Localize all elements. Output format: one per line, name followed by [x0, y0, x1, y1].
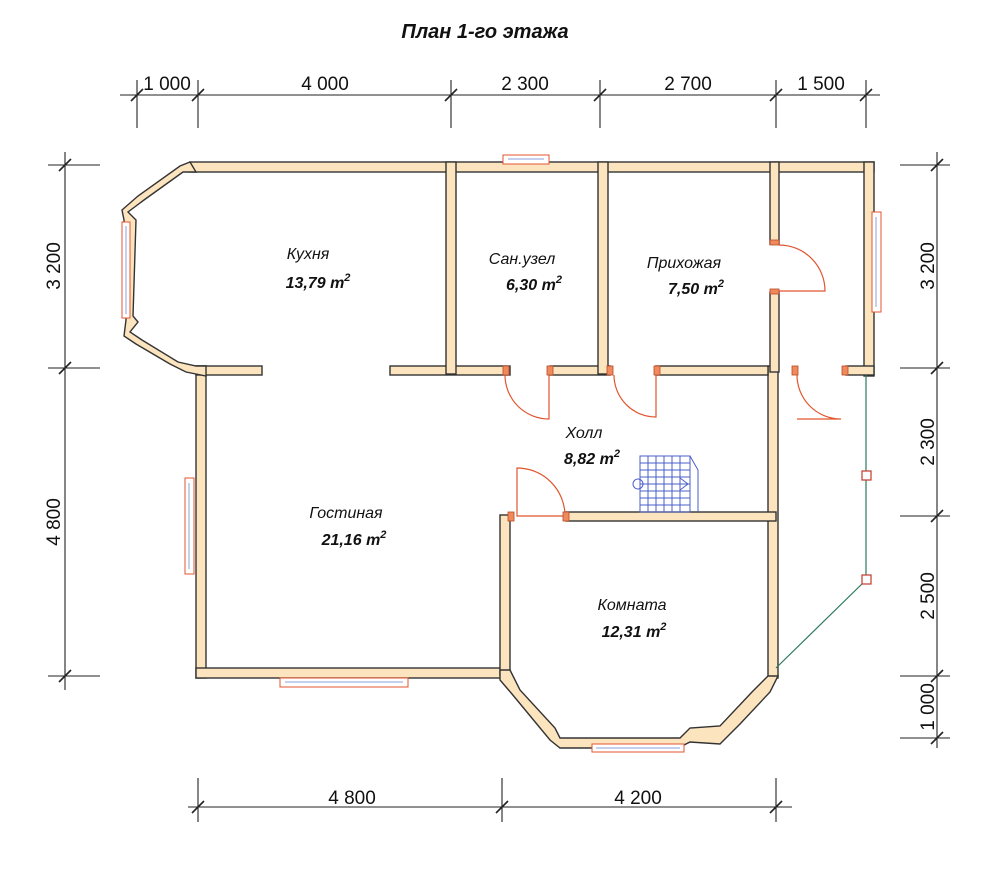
- dim-right-2: 2 300: [918, 418, 939, 466]
- dim-bottom-2: 4 200: [614, 788, 662, 809]
- dim-right-3: 2 500: [918, 572, 939, 620]
- dimension-bottom: 4 800 4 200: [188, 778, 792, 822]
- room-bathroom: Сан.узел 6,30 m2: [489, 251, 562, 294]
- dim-top-4: 2 700: [664, 74, 712, 95]
- dim-right-1: 3 200: [918, 242, 939, 290]
- room-area: 12,31 m2: [602, 621, 667, 641]
- staircase: [632, 455, 699, 513]
- doors: [502, 239, 849, 522]
- room-area: 7,50 m2: [668, 278, 724, 298]
- dim-bottom-1: 4 800: [328, 788, 376, 809]
- room-area: 21,16 m2: [321, 529, 387, 549]
- dim-top-2: 4 000: [301, 74, 349, 95]
- dim-top-5: 1 500: [797, 74, 845, 95]
- room-name: Комната: [597, 597, 666, 614]
- terrace-post: [861, 574, 872, 585]
- walls: [121, 161, 875, 749]
- plan-title: План 1-го этажа: [401, 21, 568, 43]
- room-area: 8,82 m2: [564, 448, 620, 468]
- room-bedroom: Комната 12,31 m2: [597, 597, 666, 641]
- room-area: 6,30 m2: [506, 274, 562, 294]
- dim-top-3: 2 300: [501, 74, 549, 95]
- dim-top-1: 1 000: [143, 74, 191, 95]
- dim-right-4: 1 000: [918, 683, 939, 731]
- dim-left-2: 4 800: [44, 498, 65, 546]
- terrace-post: [861, 470, 872, 481]
- terrace-outline: [775, 375, 872, 669]
- room-name: Гостиная: [309, 505, 383, 522]
- room-name: Кухня: [287, 246, 330, 263]
- dimension-right: 3 200 2 300 2 500 1 000: [900, 152, 950, 748]
- room-name: Сан.узел: [489, 251, 556, 268]
- room-entrance: Прихожая 7,50 m2: [647, 255, 724, 298]
- room-kitchen: Кухня 13,79 m2: [286, 246, 351, 292]
- dimension-top: 1 000 4 000 2 300 2 700 1 500: [120, 74, 880, 128]
- dimension-left: 3 200 4 800: [44, 152, 100, 690]
- room-name: Прихожая: [647, 255, 722, 272]
- room-hall: Холл 8,82 m2: [564, 425, 620, 468]
- room-living: Гостиная 21,16 m2: [309, 505, 386, 549]
- windows: [121, 154, 882, 753]
- room-area: 13,79 m2: [286, 272, 351, 292]
- dim-left-1: 3 200: [44, 242, 65, 290]
- room-name: Холл: [565, 425, 603, 442]
